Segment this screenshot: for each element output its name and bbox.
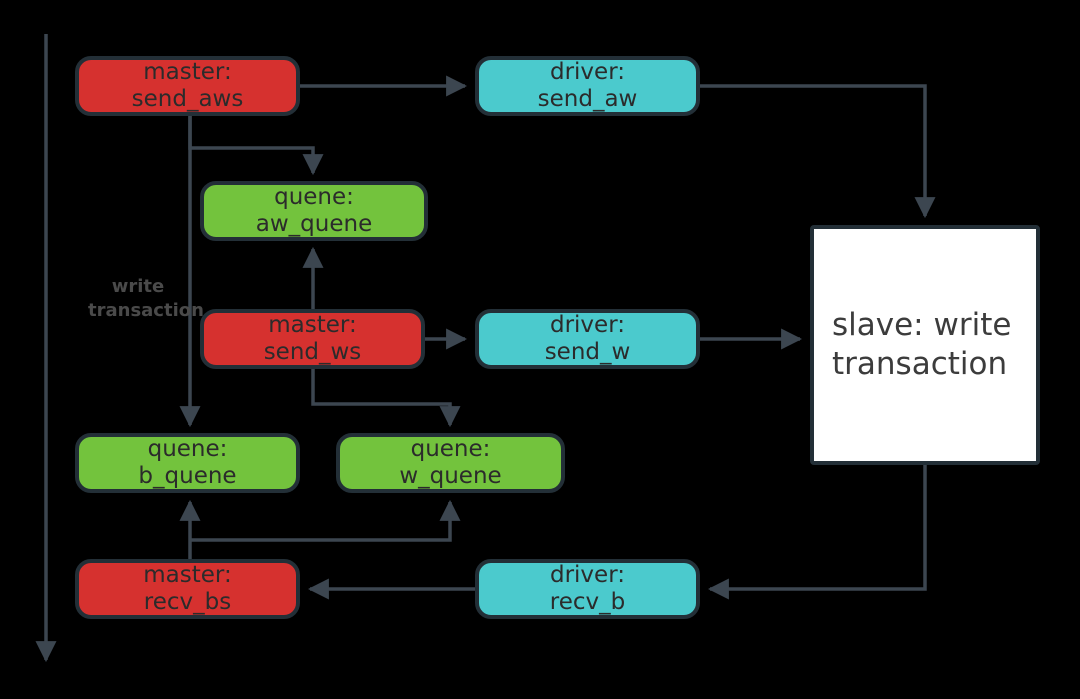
node-driver-send-w[interactable]: driver: send_w — [475, 309, 700, 369]
node-driver-recv-b[interactable]: driver: recv_b — [475, 559, 700, 619]
node-quene-b-quene[interactable]: quene: b_quene — [75, 433, 300, 493]
timeline-axis-label: write transaction — [88, 276, 204, 322]
node-quene-aw-quene[interactable]: quene: aw_quene — [200, 181, 428, 241]
edge-master-recv-bs-to-quene-w-quene — [190, 499, 461, 542]
edge-master-send-ws-to-quene-w-quene — [311, 368, 461, 428]
node-driver-send-aw[interactable]: driver: send_aw — [475, 56, 700, 116]
node-master-recv-bs[interactable]: master: recv_bs — [75, 559, 300, 619]
node-master-send-ws[interactable]: master: send_ws — [200, 309, 425, 369]
node-master-send-aws[interactable]: master: send_aws — [75, 56, 300, 116]
edge-driver-send-aw-to-slave-write — [700, 84, 936, 219]
node-quene-w-quene[interactable]: quene: w_quene — [336, 433, 565, 493]
edge-master-send-aws-to-quene-aw-quene — [188, 115, 324, 176]
edge-slave-write-to-driver-recv-b — [707, 465, 927, 600]
node-slave-write-transaction[interactable]: slave: write transaction — [810, 225, 1040, 465]
